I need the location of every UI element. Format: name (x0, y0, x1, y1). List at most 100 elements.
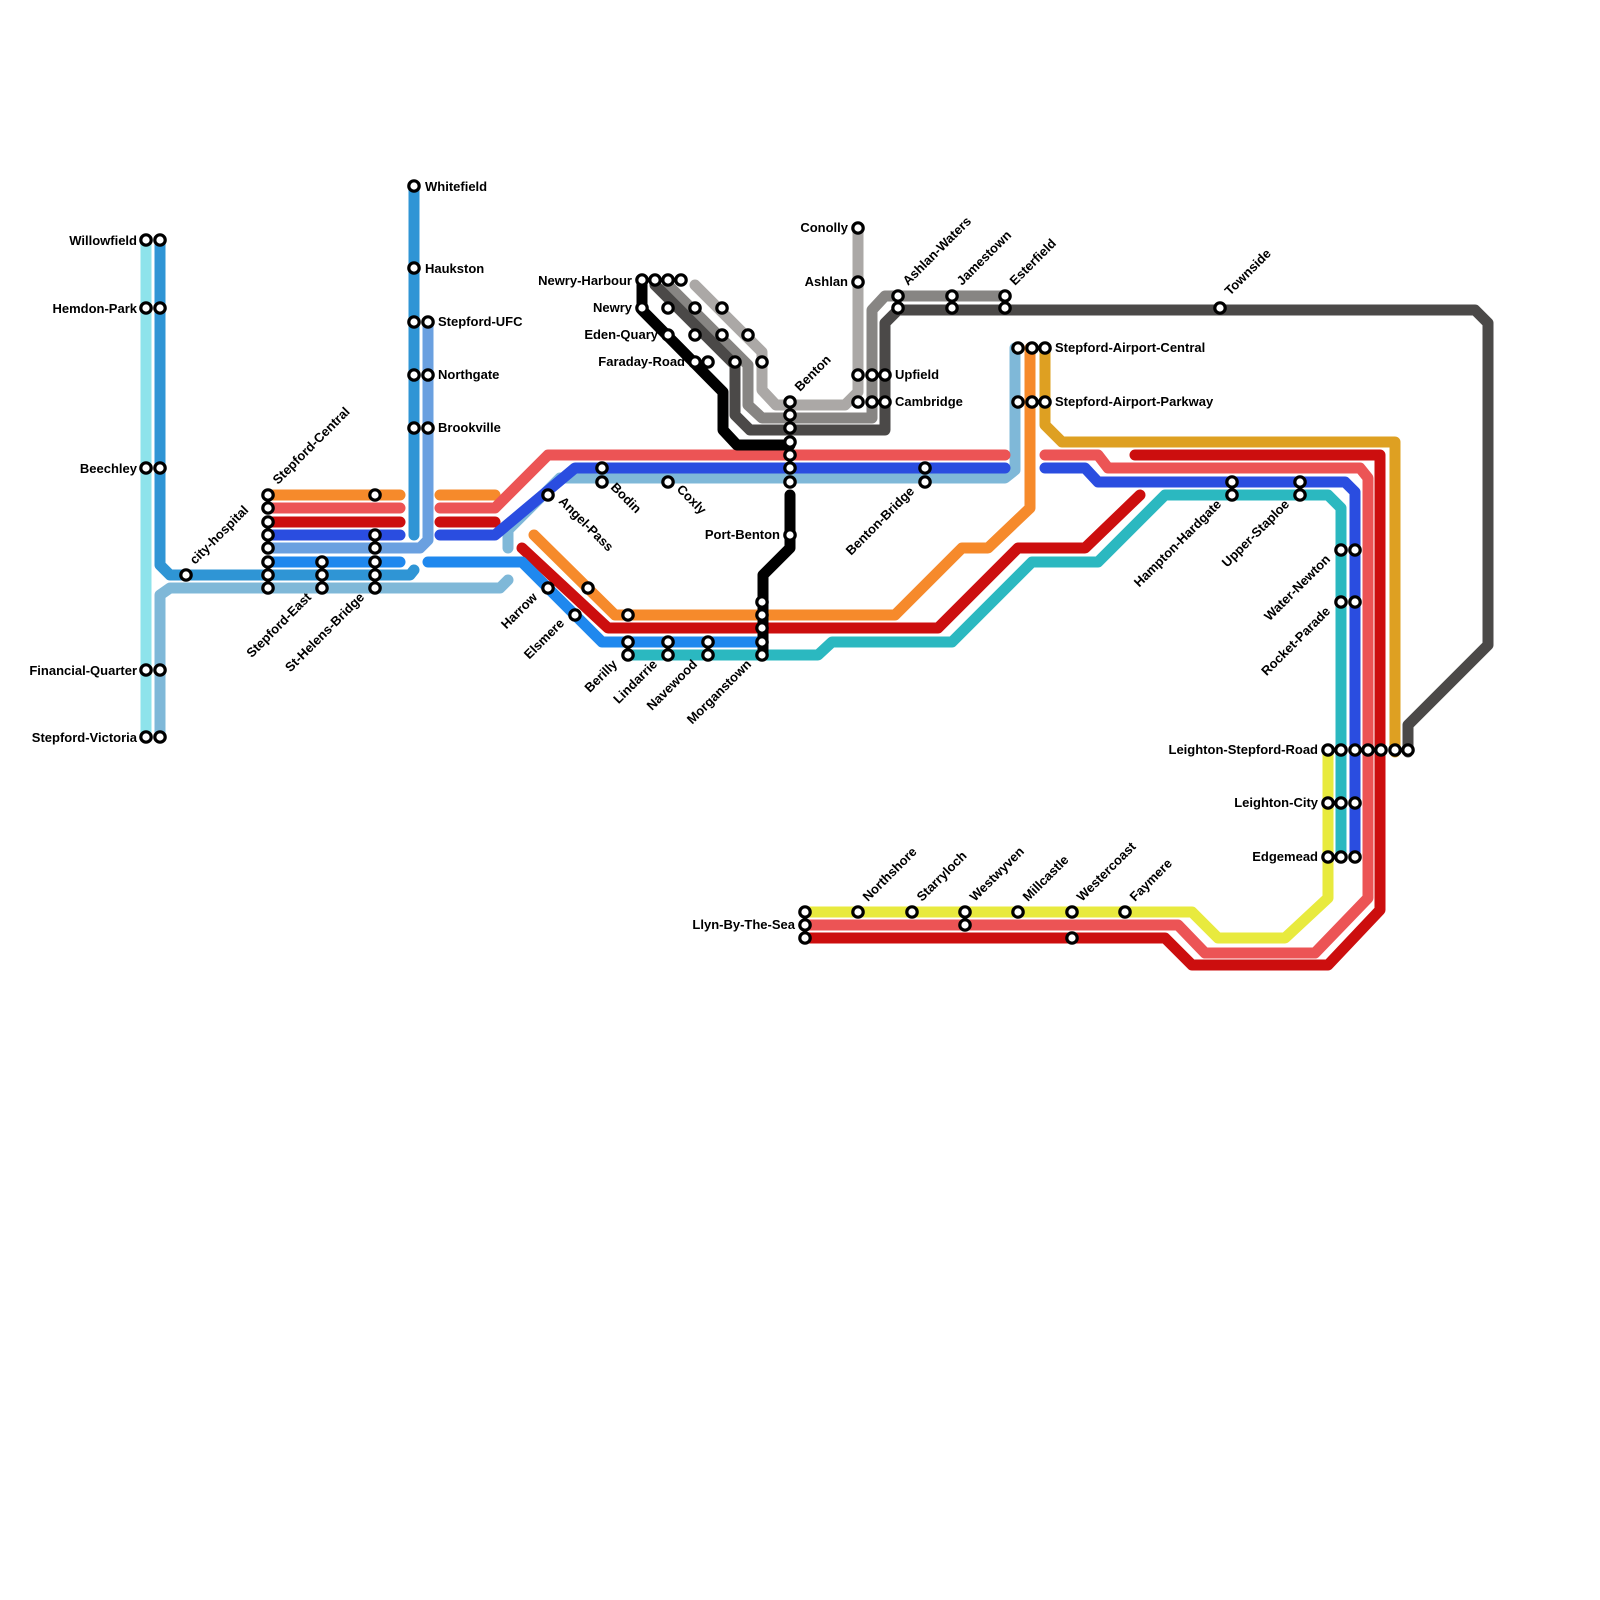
station-leighton-stepford-road[interactable] (1361, 743, 1375, 757)
station-benton-bridge[interactable] (918, 475, 932, 489)
station-jamestown[interactable] (945, 301, 959, 315)
station-stepford-central[interactable] (261, 541, 275, 555)
station-morganstown[interactable] (755, 595, 769, 609)
station-benton[interactable] (783, 475, 797, 489)
station-stepford-victoria[interactable] (139, 730, 153, 744)
station-eden-quary[interactable] (741, 328, 755, 342)
station-willowfield[interactable] (139, 233, 153, 247)
station-financial-quarter[interactable] (139, 663, 153, 677)
station-cambridge[interactable] (865, 395, 879, 409)
station-newry-harbour[interactable] (674, 273, 688, 287)
station-llyn-by-the-sea[interactable] (798, 931, 812, 945)
station-navewood[interactable] (701, 635, 715, 649)
station-st-helens-bridge[interactable] (368, 581, 382, 595)
station-benton[interactable] (783, 461, 797, 475)
station-faymere[interactable] (1118, 905, 1132, 919)
station-haukston[interactable] (407, 261, 421, 275)
station-leighton-city[interactable] (1348, 796, 1362, 810)
station-stepford-airport-parkway[interactable] (1011, 395, 1025, 409)
station-westercoast[interactable] (1065, 931, 1079, 945)
station-newry-harbour[interactable] (648, 273, 662, 287)
station-edgemead[interactable] (1321, 850, 1335, 864)
station-leighton-stepford-road[interactable] (1388, 743, 1402, 757)
station-upper-staploe[interactable] (1293, 475, 1307, 489)
station-leighton-city[interactable] (1334, 796, 1348, 810)
station-stepford-east[interactable] (315, 581, 329, 595)
station-benton[interactable] (783, 435, 797, 449)
station-stepford-airport-central[interactable] (1038, 341, 1052, 355)
station-edgemead[interactable] (1348, 850, 1362, 864)
station-llyn-by-the-sea[interactable] (798, 905, 812, 919)
station-northshore[interactable] (851, 905, 865, 919)
station-upper-staploe[interactable] (1293, 488, 1307, 502)
station-berilly[interactable] (621, 648, 635, 662)
station-angel-pass[interactable] (541, 488, 555, 502)
station-townside[interactable] (1213, 301, 1227, 315)
station-stepford-central[interactable] (261, 568, 275, 582)
station-stepford-central[interactable] (261, 488, 275, 502)
station-bodin[interactable] (595, 475, 609, 489)
station-coxly[interactable] (661, 475, 675, 489)
station-whitefield[interactable] (407, 179, 421, 193)
station-millcastle[interactable] (1011, 905, 1025, 919)
station-brookville[interactable] (421, 421, 435, 435)
station-harrow[interactable] (541, 581, 555, 595)
station-rocket-parade[interactable] (1348, 595, 1362, 609)
station-stepford-airport-parkway[interactable] (1025, 395, 1039, 409)
station-llyn-by-the-sea[interactable] (798, 918, 812, 932)
station-ashlan-waters[interactable] (891, 301, 905, 315)
station-benton[interactable] (783, 408, 797, 422)
station-newry[interactable] (635, 301, 649, 315)
station-bodin[interactable] (595, 461, 609, 475)
station-eden-quary[interactable] (715, 328, 729, 342)
station-esterfield[interactable] (998, 289, 1012, 303)
station-morganstown[interactable] (755, 648, 769, 662)
station-stepford-victoria[interactable] (153, 730, 167, 744)
station-newry[interactable] (661, 301, 675, 315)
station-faraday-road[interactable] (728, 355, 742, 369)
station-hemdon-park[interactable] (139, 301, 153, 315)
station-willowfield[interactable] (153, 233, 167, 247)
station-city-hospital[interactable] (179, 568, 193, 582)
station-newry[interactable] (688, 301, 702, 315)
station-stepford-central[interactable] (261, 528, 275, 542)
station-water-newton[interactable] (1334, 543, 1348, 557)
station-faraday-road[interactable] (688, 355, 702, 369)
station-hampton-hardgate[interactable] (1225, 488, 1239, 502)
station-brookville[interactable] (407, 421, 421, 435)
station-benton[interactable] (783, 448, 797, 462)
station-cambridge[interactable] (851, 395, 865, 409)
station-benton-bridge[interactable] (918, 461, 932, 475)
station-elsmere[interactable] (581, 581, 595, 595)
station-beechley[interactable] (153, 461, 167, 475)
station-stepford-airport-central[interactable] (1025, 341, 1039, 355)
station-westercoast[interactable] (1065, 905, 1079, 919)
station-westwyven[interactable] (958, 905, 972, 919)
station-stepford-east[interactable] (315, 555, 329, 569)
station-stepford-ufc[interactable] (407, 315, 421, 329)
station-newry-harbour[interactable] (635, 273, 649, 287)
station-morganstown[interactable] (755, 608, 769, 622)
station-upfield[interactable] (878, 368, 892, 382)
station-stepford-airport-parkway[interactable] (1038, 395, 1052, 409)
station-berilly[interactable] (621, 608, 635, 622)
station-leighton-stepford-road[interactable] (1321, 743, 1335, 757)
station-starryloch[interactable] (905, 905, 919, 919)
station-stepford-central[interactable] (261, 515, 275, 529)
station-elsmere[interactable] (568, 608, 582, 622)
station-stepford-east[interactable] (315, 568, 329, 582)
station-cambridge[interactable] (878, 395, 892, 409)
station-port-benton[interactable] (783, 528, 797, 542)
station-stepford-central[interactable] (261, 501, 275, 515)
station-benton[interactable] (783, 421, 797, 435)
station-rocket-parade[interactable] (1334, 595, 1348, 609)
station-faraday-road[interactable] (755, 355, 769, 369)
station-navewood[interactable] (701, 648, 715, 662)
station-st-helens-bridge[interactable] (368, 528, 382, 542)
station-leighton-city[interactable] (1321, 796, 1335, 810)
station-upfield[interactable] (851, 368, 865, 382)
station-northgate[interactable] (407, 368, 421, 382)
station-benton[interactable] (783, 395, 797, 409)
station-eden-quary[interactable] (688, 328, 702, 342)
station-upfield[interactable] (865, 368, 879, 382)
